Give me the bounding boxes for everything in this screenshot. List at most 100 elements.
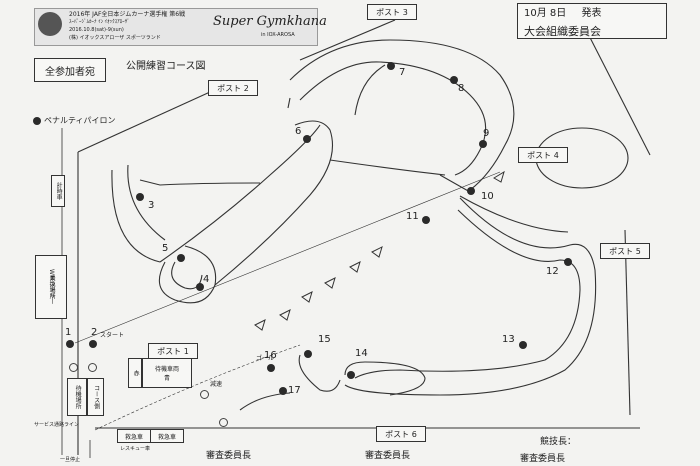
event-line-2: ｽｰﾊﾟｰｼﾞﾑｶｰﾅ ｲﾝ ｲｵｯｸｽｱﾛｰｻﾞ [69,19,130,25]
right-big-loop-inner [354,209,581,379]
slow-label: 減速 [210,381,223,388]
direction-arrow-icon [324,277,336,289]
loop-arrow-inner [354,64,386,116]
swap-area-label: 乗換場所 [48,275,56,299]
top-boundary-line [299,19,396,61]
wait-area-box: 待機場所 [67,378,87,416]
loop-fifteen [298,354,341,392]
judge-label-2: 審査委員長 [365,451,411,461]
pylon-dot [177,254,185,262]
wait-vehicle-label: 待機車両 [154,366,179,373]
ambulance-box-2: 救急車 [150,429,184,443]
pylon-dot [196,283,204,291]
post-3: ポスト 3 [367,4,417,20]
direction-arrow-icon [349,261,361,273]
pylon-dot [564,258,572,266]
pylon-number: 8 [458,83,465,94]
left-path-to-five [111,169,161,263]
direction-arrow-icon [493,170,505,183]
pylon-number: 6 [295,126,302,137]
left-path-inner [127,164,166,241]
notice-date: 10月 8日 [524,7,567,19]
upper-right-loop-outer [289,39,515,191]
judge-label-1: 審査委員長 [206,451,252,461]
pylon-number: 10 [481,191,494,202]
right-big-loop-outer [344,197,597,396]
post-1: ポスト 1 [148,343,198,359]
signal-blue-label: 青 [163,375,170,382]
cone-marker-icon [69,363,78,372]
right-boundary-line [624,229,631,416]
post-5: ポスト 5 [600,243,650,259]
loop-four-outer [158,245,217,304]
post-2: ポスト 2 [208,80,258,96]
stop-line-label: 一旦停止 [60,457,81,463]
start-label: スタート [100,332,125,339]
event-line-1: 2016年 JAF全日本ジムカーナ選手権 第6戦 [69,11,186,18]
pylon-dot [66,340,74,348]
w-entry-label: Wエントリー [48,269,56,305]
pylon-dot [89,340,97,348]
pylon-dot [347,371,355,379]
direction-arrow-icon [371,246,383,258]
event-logo-icon [38,12,62,36]
pylon-number: 14 [355,348,368,359]
pylon-dot [422,216,430,224]
signal-red-box: 赤 [128,358,142,388]
pylon-number: 16 [264,350,277,361]
judge-label-3: 審査委員長 [520,454,566,464]
pylon-dot [479,140,487,148]
pylon-dot [387,62,395,70]
pylon-number: 17 [288,385,301,396]
upper-right-loop-inner [299,61,487,176]
rescue-label: レスキュー車 [120,446,151,452]
pylon-number: 7 [399,67,406,78]
event-brand-sub: in IOX-AROSA [261,32,295,38]
w-entry-box: Wエントリー 乗換場所 [35,255,67,319]
inner-horizontal-lane [329,159,446,176]
pylon-number: 1 [65,327,72,338]
pylon-dot [304,350,312,358]
event-line-3: 2016.10.8(sat)-9(sun) [69,27,124,33]
pylon-number: 9 [483,128,490,139]
clerk-label: 競技長： [540,437,577,447]
audience-box: 全参加者宛 [34,58,106,82]
signal-red-label: 赤 [132,370,140,376]
cone-marker-icon [88,363,97,372]
pylon-number: 2 [91,327,98,338]
pylon-dot [467,187,475,195]
pylon-number: 15 [318,334,331,345]
wait-vehicle-box: 待機車両 青 [142,358,192,388]
pylon-number: 5 [162,243,169,254]
cone-marker-icon [219,418,228,427]
legend-pylon-dot [33,117,41,125]
arrow-down-top [287,97,291,109]
pylon-dot [450,76,458,84]
course-side-label: コース側 [92,385,100,409]
direction-arrow-icon [254,319,266,331]
ambulance-box-1: 救急車 [117,429,151,443]
pylon-number: 11 [406,211,419,222]
pylon-dot [136,193,144,201]
pylon-number: 12 [546,266,559,277]
notice-box: 10月 8日 発表 大会組織委員会 [517,3,667,39]
timing-car-box: 計時車 [51,175,65,207]
pylon-dot [267,364,275,372]
legend-label: ペナルティパイロン [44,116,116,125]
service-road-line [94,344,301,431]
path-to-twelve [439,174,569,233]
loop-fourteen [344,361,426,396]
pylon-number: 4 [203,274,210,285]
direction-arrow-icon [279,309,291,321]
notice-release: 発表 [581,7,602,19]
cone-marker-icon [200,390,209,399]
wait-area-label: 待機場所 [74,385,82,409]
map-title: 公開練習コース図 [126,61,206,72]
left-upper-boundary-line [77,91,211,153]
diagonal-path-lower [214,120,334,286]
notice-issuer: 大会組織委員会 [524,24,601,38]
post-6: ポスト 6 [376,426,426,442]
